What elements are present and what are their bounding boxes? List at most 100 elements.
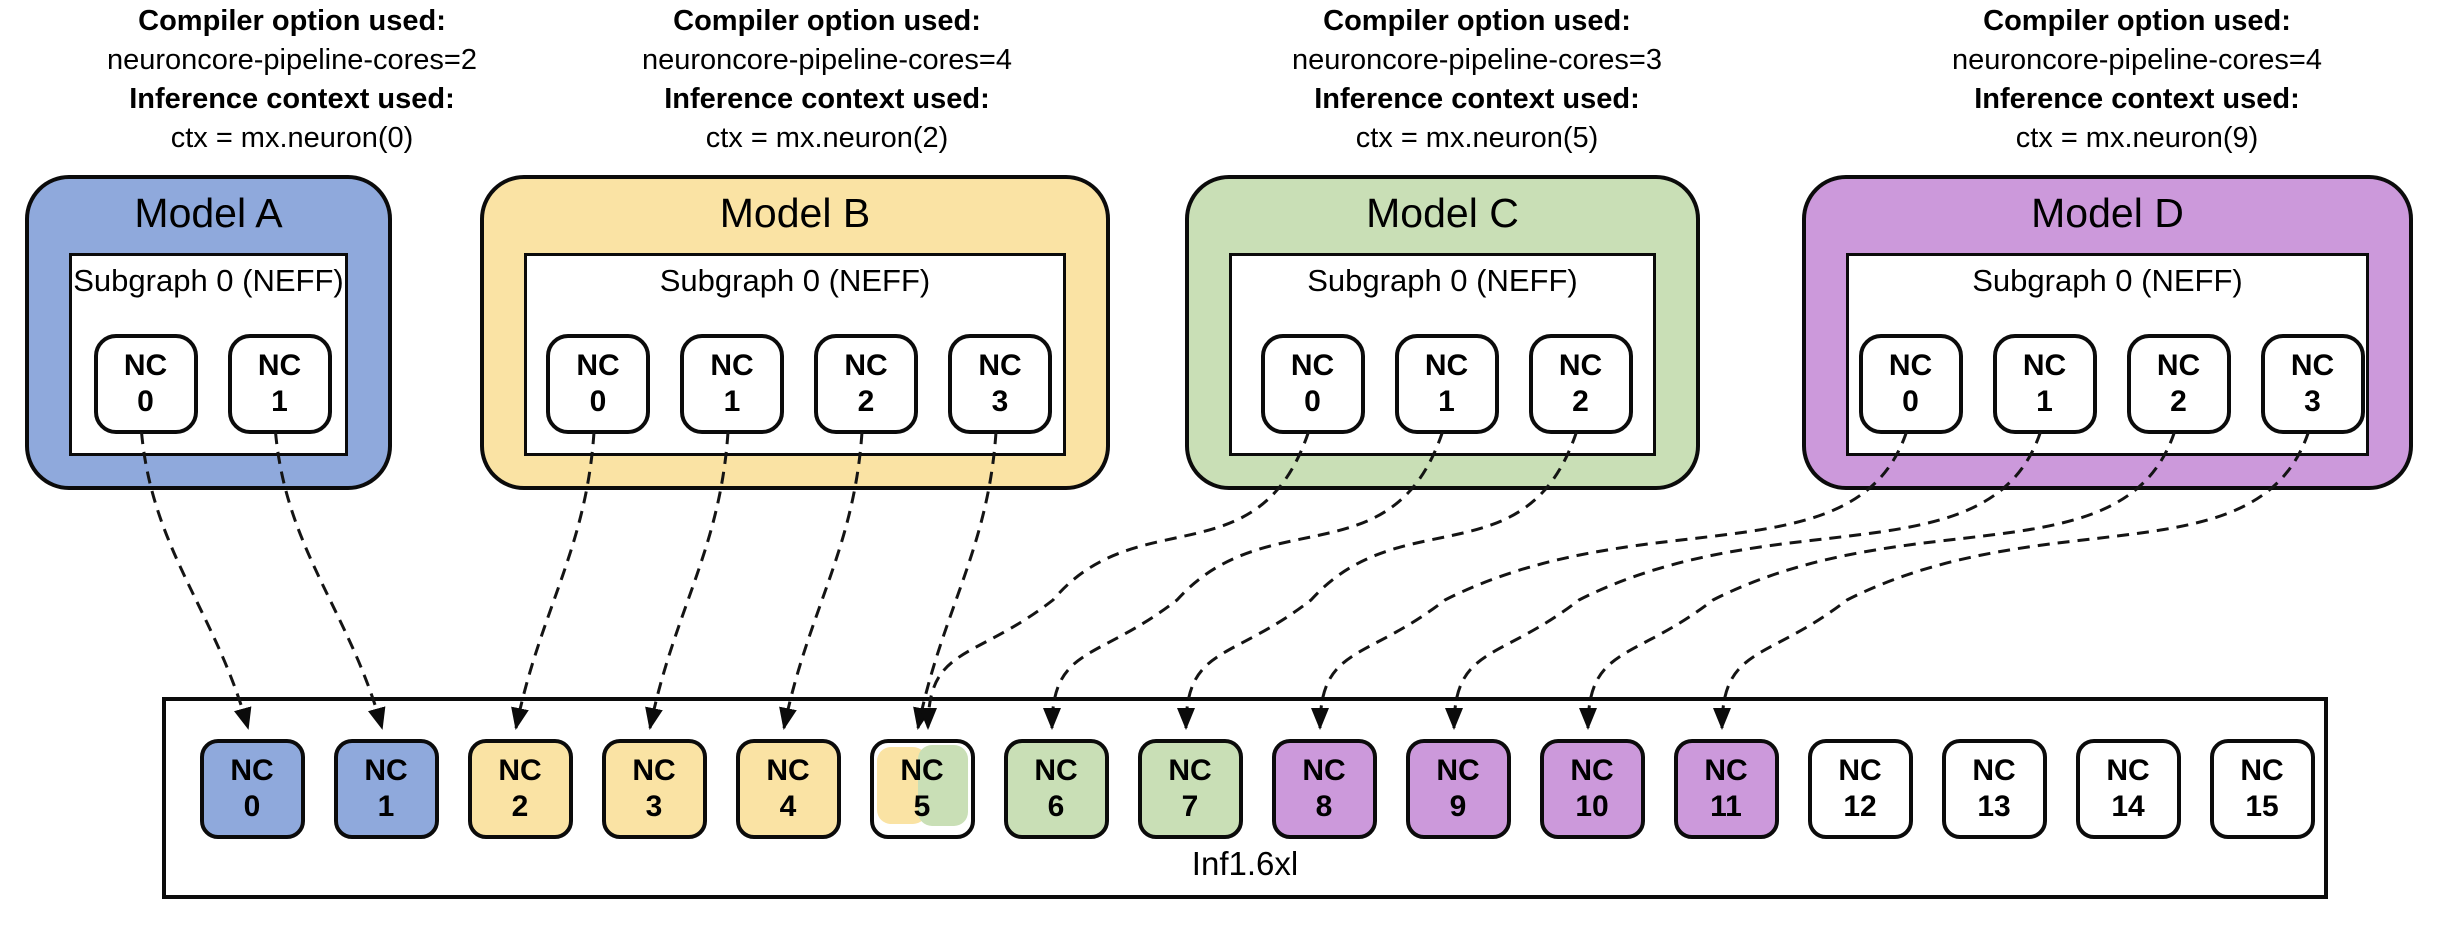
inference-context-value: ctx = mx.neuron(0)	[170, 122, 414, 154]
compiler-option-value: neuroncore-pipeline-cores=4	[642, 44, 1012, 76]
nc-number: 12	[1843, 790, 1877, 823]
nc-label: NC	[364, 754, 408, 787]
nc-number: 0	[137, 385, 154, 418]
nc-label: NC	[632, 754, 676, 787]
split-color-right	[918, 745, 968, 826]
nc-number: 0	[1304, 385, 1321, 418]
inference-context-value: ctx = mx.neuron(5)	[1355, 122, 1599, 154]
compiler-option-value: neuroncore-pipeline-cores=4	[1952, 44, 2322, 76]
nc-label: NC	[766, 754, 810, 787]
nc-label: NC	[2022, 349, 2067, 382]
nc-label: NC	[1436, 754, 1480, 787]
compiler-option-value: neuroncore-pipeline-cores=3	[1292, 44, 1662, 76]
compiler-option-label: Compiler option used:	[138, 5, 446, 37]
model-a-title: Model A	[134, 190, 283, 236]
nc-number: 1	[723, 385, 741, 418]
nc-label: NC	[1290, 349, 1335, 382]
nc-label: NC	[230, 754, 274, 787]
nc-label: NC	[844, 349, 888, 382]
nc-number: 0	[589, 385, 607, 418]
model-b-header: Compiler option used: neuroncore-pipeline…	[547, 2, 1107, 158]
subgraph-label: Subgraph 0 (NEFF)	[1972, 263, 2243, 298]
nc-number: 7	[1181, 790, 1199, 823]
model-b-title: Model B	[719, 190, 871, 236]
nc-label: NC	[498, 754, 542, 787]
nc-number: 2	[857, 385, 875, 418]
compiler-option-label: Compiler option used:	[1983, 5, 2291, 37]
compiler-option-label: Compiler option used:	[673, 5, 981, 37]
subgraph-label: Subgraph 0 (NEFF)	[1307, 263, 1578, 298]
nc-number: 2	[1572, 385, 1589, 418]
nc-label: NC	[1570, 754, 1614, 787]
nc-label: NC	[710, 349, 754, 382]
inference-context-value: ctx = mx.neuron(2)	[705, 122, 949, 154]
nc-number: 2	[511, 790, 529, 823]
nc-number: 0	[1902, 385, 1919, 418]
nc-label: NC	[1424, 349, 1469, 382]
nc-number: 1	[377, 790, 395, 823]
nc-label: NC	[123, 349, 168, 382]
subgraph-label: Subgraph 0 (NEFF)	[659, 263, 931, 298]
nc-number: 15	[2245, 790, 2279, 823]
nc-label: NC	[1888, 349, 1933, 382]
nc-number: 3	[991, 385, 1009, 418]
inference-context-label: Inference context used:	[1314, 83, 1640, 115]
model-a-header: Compiler option used: neuroncore-pipeline…	[12, 2, 572, 158]
compiler-option-value: neuroncore-pipeline-cores=2	[107, 44, 477, 76]
nc-label: NC	[1972, 754, 2016, 787]
nc-number: 3	[645, 790, 663, 823]
nc-label: NC	[900, 754, 944, 787]
nc-number: 0	[243, 790, 261, 823]
nc-label: NC	[1302, 754, 1346, 787]
nc-number: 9	[1449, 790, 1467, 823]
subgraph-label: Subgraph 0 (NEFF)	[73, 263, 344, 298]
nc-number: 4	[779, 790, 797, 823]
nc-label: NC	[1034, 754, 1078, 787]
model-d-title: Model D	[2031, 190, 2184, 236]
inference-context-value: ctx = mx.neuron(9)	[2015, 122, 2259, 154]
compiler-option-label: Compiler option used:	[1323, 5, 1631, 37]
nc-label: NC	[1838, 754, 1882, 787]
nc-label: NC	[2290, 349, 2335, 382]
nc-number: 14	[2111, 790, 2145, 823]
instance-label: Inf1.6xl	[1191, 845, 1299, 882]
nc-label: NC	[2240, 754, 2284, 787]
nc-label: NC	[2156, 349, 2201, 382]
nc-number: 2	[2170, 385, 2187, 418]
nc-number: 13	[1977, 790, 2011, 823]
inference-context-label: Inference context used:	[129, 83, 455, 115]
nc-number: 11	[1710, 790, 1742, 823]
nc-number: 5	[913, 790, 931, 823]
model-c-header: Compiler option used: neuroncore-pipeline…	[1197, 2, 1757, 158]
model-d-header: Compiler option used: neuroncore-pipeline…	[1857, 2, 2417, 158]
nc-label: NC	[1704, 754, 1748, 787]
nc-number: 6	[1047, 790, 1065, 823]
nc-number: 1	[271, 385, 288, 418]
